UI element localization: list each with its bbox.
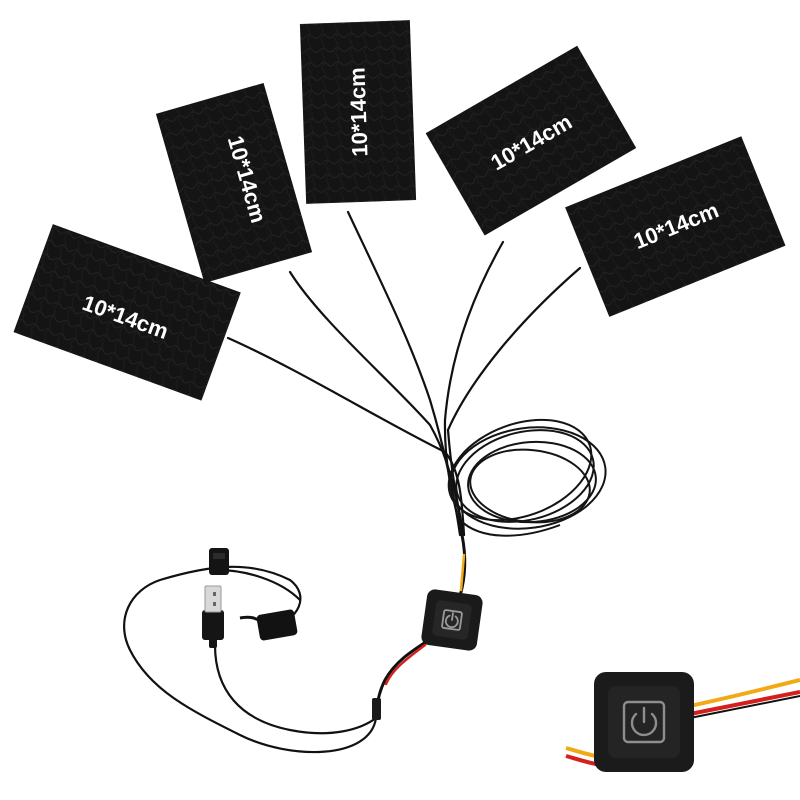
power-icon (441, 609, 463, 631)
cable-pad-1 (226, 336, 466, 537)
usb-cable (123, 565, 378, 754)
cable-coil (447, 418, 607, 537)
cable-clip-icon (209, 548, 229, 575)
switch-closeup-inset (565, 660, 800, 800)
usb-cap-icon (239, 609, 298, 641)
heating-pad-5: 10*14cm (565, 136, 786, 317)
heating-pad-1: 10*14cm (13, 224, 241, 401)
heating-pad-2: 10*14cm (155, 82, 313, 284)
pad-3-label: 10*14cm (344, 67, 372, 157)
power-icon (622, 700, 666, 744)
cable-pad-5 (446, 266, 582, 537)
heating-pad-4: 10*14cm (425, 45, 637, 236)
power-switch (421, 589, 483, 651)
heating-pad-3: 10*14cm (299, 20, 417, 204)
pad-cables (226, 210, 582, 537)
usb-plug-icon (202, 585, 224, 648)
cable-pad-3 (346, 210, 462, 537)
cable-pad-2 (288, 270, 464, 537)
inline-connector (372, 698, 381, 720)
